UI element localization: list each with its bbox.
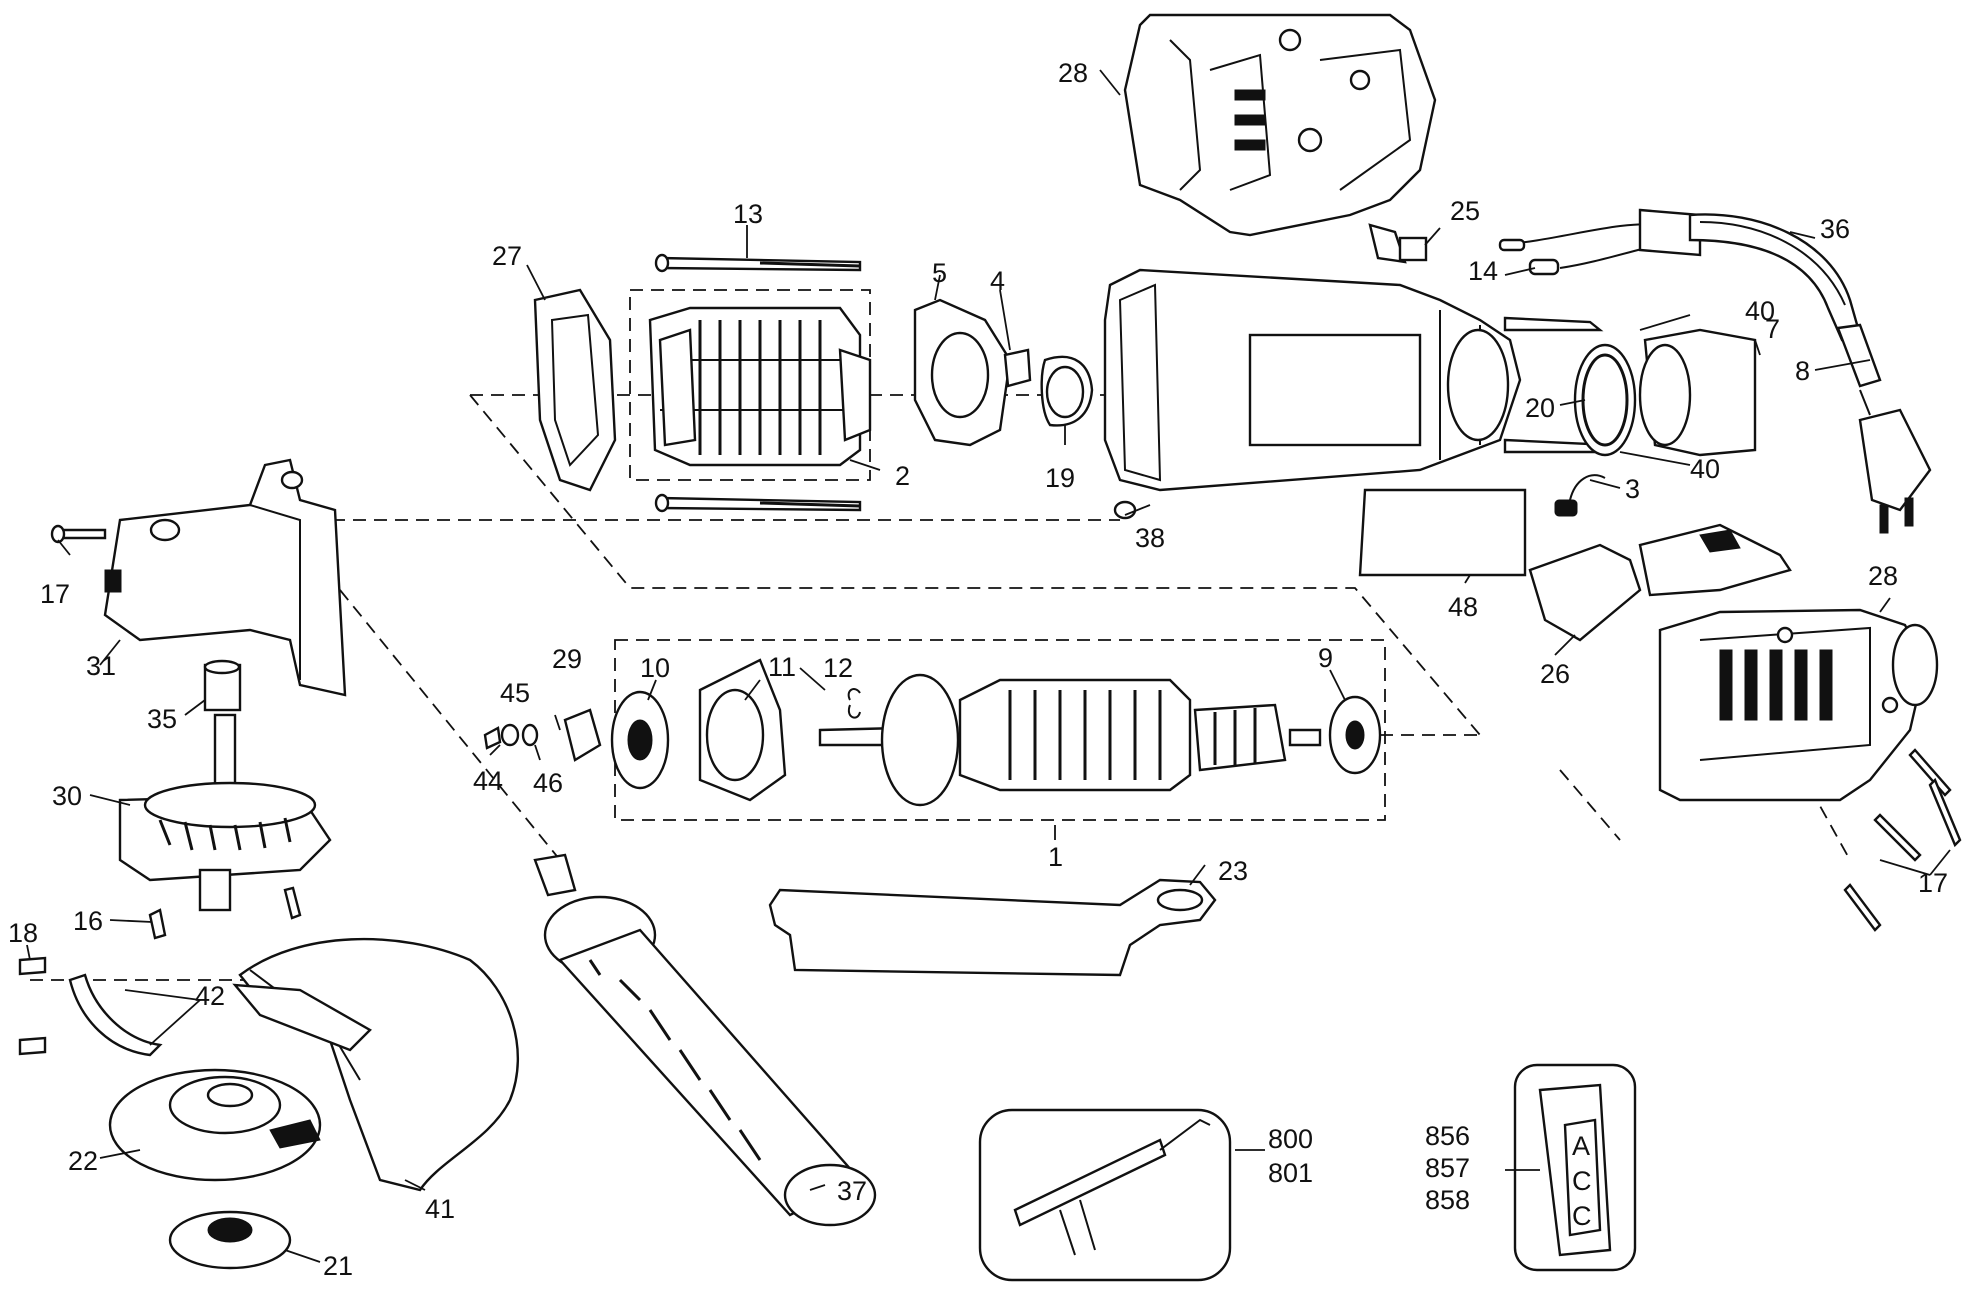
label-10: 10 [640,653,670,683]
label-8: 8 [1795,356,1810,386]
label-40-top: 40 [1745,296,1775,326]
label-37: 37 [837,1176,867,1206]
label-28-rear: 28 [1868,561,1898,591]
label-7: 7 [1765,314,1780,344]
label-48: 48 [1448,592,1478,622]
label-14: 14 [1468,256,1498,286]
armature-assembly [483,639,1386,821]
label-27: 27 [492,241,522,271]
label-42: 42 [195,981,225,1011]
label-18: 18 [8,918,38,948]
label-31: 31 [86,651,116,681]
spindle-assembly [118,659,332,940]
rear-cap-assembly [1503,316,1757,457]
field-assembly [629,289,872,481]
label-41: 41 [425,1194,455,1224]
rear-handle-housing [1658,608,1939,802]
label-9: 9 [1318,643,1333,673]
label-800: 800 [1268,1124,1313,1154]
brush-label-clip [1358,474,1792,642]
label-25: 25 [1450,196,1480,226]
acc-label-c1: C [1572,1166,1592,1196]
top-handle-housing [1123,13,1437,237]
accessory-kit-800 [978,1108,1232,1282]
label-857: 857 [1425,1153,1470,1183]
end-bracket [533,288,617,492]
power-cord [1688,213,1932,534]
leader-lines [26,69,1951,1263]
acc-label-c2: C [1572,1201,1592,1231]
label-30: 30 [52,781,82,811]
label-45: 45 [500,678,530,708]
label-12: 12 [823,653,853,683]
part-labels: 28 25 14 36 40 7 8 20 40 3 48 26 28 17 3… [8,58,1948,1281]
side-handle [533,853,877,1227]
label-29: 29 [552,644,582,674]
label-22: 22 [68,1146,98,1176]
spanner-wrench [768,878,1217,977]
rear-handle-screws [1843,748,1962,932]
label-40-bottom: 40 [1690,454,1720,484]
label-17-rear: 17 [1918,868,1948,898]
label-801: 801 [1268,1158,1313,1188]
label-23: 23 [1218,856,1248,886]
label-kit-856: A C C [1513,1063,1637,1272]
label-13: 13 [733,199,763,229]
acc-label-a: A [1572,1131,1590,1161]
motor-housing [1103,268,1522,520]
label-1: 1 [1048,842,1063,872]
label-2: 2 [895,461,910,491]
label-21: 21 [323,1251,353,1281]
label-44: 44 [473,766,503,796]
label-16: 16 [73,906,103,936]
label-4: 4 [990,266,1005,296]
label-5: 5 [932,258,947,288]
field-screws [654,253,862,513]
label-19: 19 [1045,463,1075,493]
guard-assembly [18,937,519,1270]
label-38: 38 [1135,523,1165,553]
label-26: 26 [1540,659,1570,689]
gear-case [50,458,347,697]
brush-holder-and-bearing [913,298,1094,447]
label-17-left: 17 [40,579,70,609]
label-28-top: 28 [1058,58,1088,88]
label-46: 46 [533,768,563,798]
label-3: 3 [1625,474,1640,504]
label-20: 20 [1525,393,1555,423]
switch-and-wires [1368,208,1702,276]
label-11: 11 [768,652,796,682]
label-856: 856 [1425,1121,1470,1151]
label-35: 35 [147,704,177,734]
label-858: 858 [1425,1185,1470,1215]
label-36: 36 [1820,214,1850,244]
